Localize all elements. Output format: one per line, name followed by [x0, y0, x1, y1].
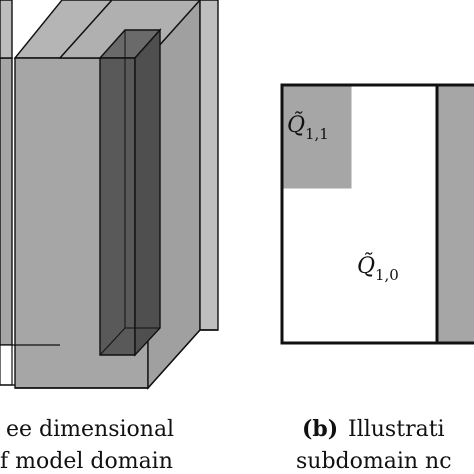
- label-q10-main: Q̃: [357, 253, 375, 279]
- panel-a-caption-line2: f model domain: [0, 449, 173, 474]
- base-edges: [0, 344, 148, 389]
- label-q11-sub: 1,1: [305, 125, 329, 143]
- panel-a-caption-line1: ee dimensional: [6, 417, 174, 442]
- right-gray-strip: [438, 86, 474, 342]
- left-gray-slab: [0, 0, 13, 346]
- subdomain-q11-square: [283, 86, 352, 189]
- panel-b-subdomain: [280, 83, 474, 345]
- label-q10-sub: 1,0: [375, 266, 399, 284]
- label-q11-main: Q̃: [287, 112, 305, 138]
- panel-b-caption-tag: (b): [302, 416, 338, 442]
- label-q11: Q̃ 1,1: [287, 112, 329, 143]
- outer-frame-right: [147, 0, 219, 389]
- panel-b-caption-line2: subdomain nc: [296, 449, 452, 474]
- label-q10: Q̃ 1,0: [357, 253, 399, 284]
- panel-a-3d-domain: [0, 0, 219, 390]
- panel-b-caption-line1: Illustrati: [348, 417, 445, 442]
- left-white-gap: [0, 344, 13, 386]
- dark-gray-bar: [98, 28, 162, 357]
